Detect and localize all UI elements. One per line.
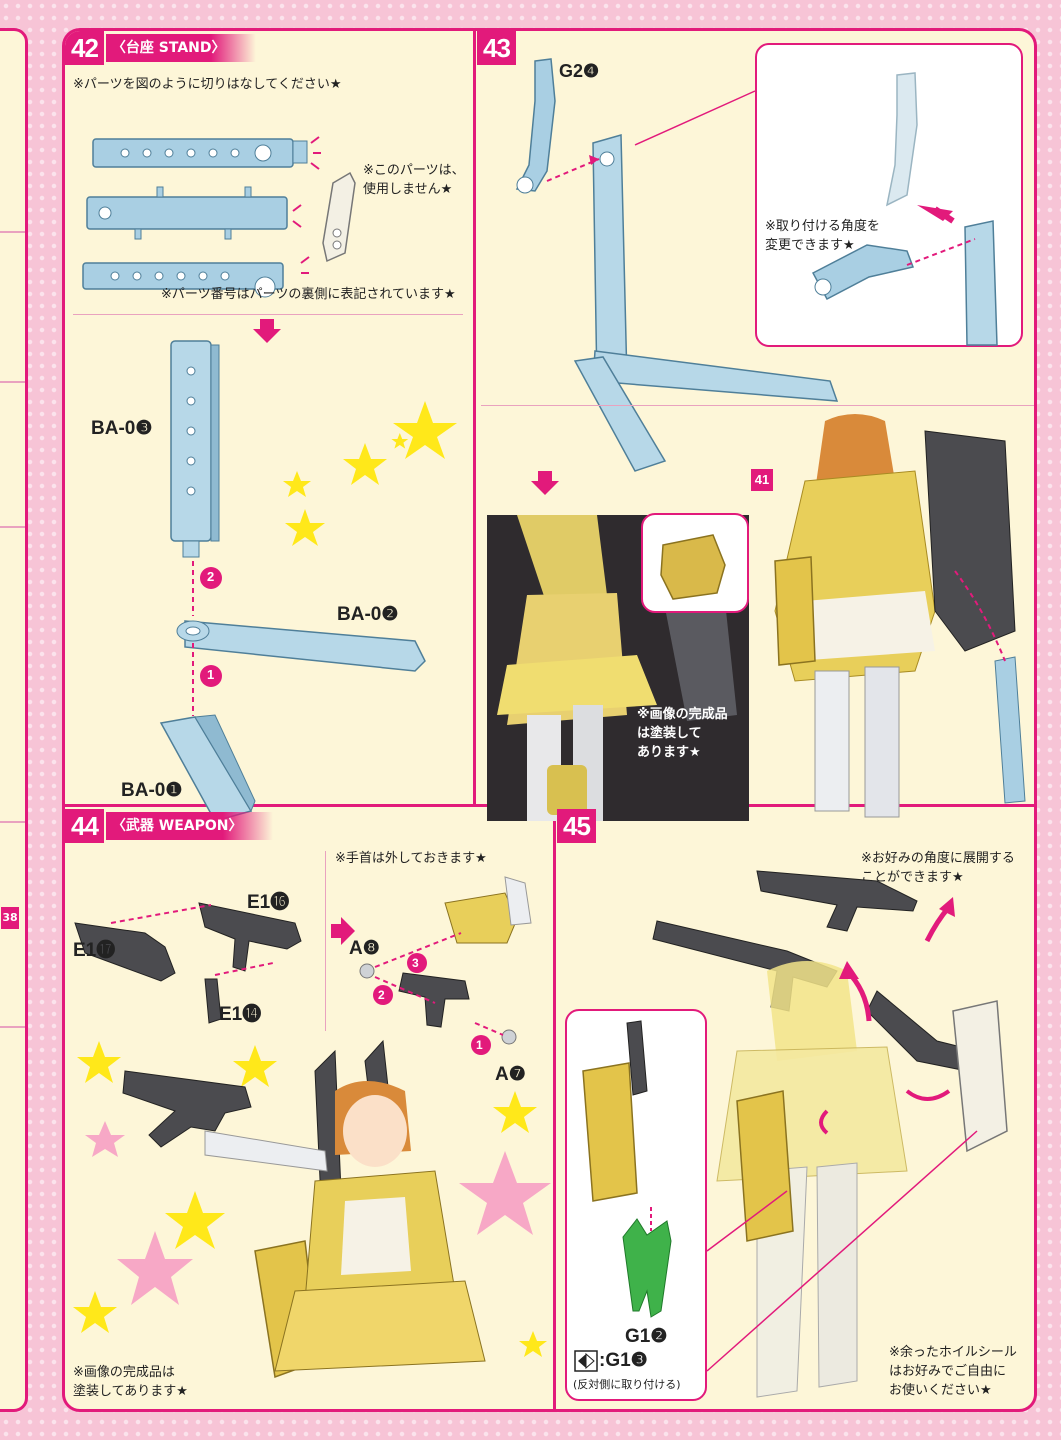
arrow-down-icon xyxy=(531,471,559,495)
label-g13: :G1❸ xyxy=(599,1350,648,1371)
runner-part-2 xyxy=(86,186,288,240)
order-marker xyxy=(200,665,222,687)
note-unused-text: ※このパーツは、 使用しません★ xyxy=(363,163,465,197)
cut-parts-diagram xyxy=(82,136,356,298)
order-marker xyxy=(200,567,222,589)
step-number: 42 xyxy=(65,31,104,65)
note-part-number: ※パーツ番号はパーツの裏側に表記されています★ xyxy=(161,287,456,302)
label-ba1: BA-0❶ xyxy=(121,780,183,801)
detail-bubble-angle: ※取り付ける角度を 変更できます★ xyxy=(755,43,1023,347)
label-g2: G2❹ xyxy=(559,61,600,81)
label-e16: E1⓰ xyxy=(247,892,290,913)
angle-detail-diagram xyxy=(811,72,998,346)
order-number-2: 2 xyxy=(378,988,385,1002)
arrow-down-icon xyxy=(253,319,281,343)
label-ba2: BA-0❷ xyxy=(337,604,399,625)
detail-bubble-shield: G1❷ :G1❸ (反対側に取り付ける) xyxy=(565,1009,707,1401)
figure-back-view xyxy=(774,414,1026,818)
cut-marks xyxy=(292,136,321,274)
step-title: 〈台座 STAND〉 xyxy=(105,34,256,62)
decorative-stars xyxy=(73,1041,547,1357)
e17-part xyxy=(74,922,176,982)
e14-part xyxy=(204,978,222,1024)
note-weapon-painted: ※画像の完成品は 塗装してあります★ xyxy=(73,1365,188,1399)
backpack-detail-art xyxy=(660,534,726,600)
stand-arm xyxy=(592,350,839,402)
step-number: 43 xyxy=(477,31,516,65)
step-44-header: 44 〈武器 WEAPON〉 xyxy=(65,809,273,843)
pink-stars xyxy=(85,1121,551,1305)
step-45-header: 45 xyxy=(557,809,596,843)
step-ref-41: 41 xyxy=(751,469,773,491)
label-e17: E1⓱ xyxy=(73,940,116,961)
note-photo-painted: ※画像の完成品 は塗装して あります★ xyxy=(637,707,728,760)
sub-divider xyxy=(73,314,463,315)
strip-divider xyxy=(0,526,25,528)
strip-divider xyxy=(0,231,25,233)
stand-foot xyxy=(573,356,667,472)
note-unused-part: ※このパーツは、 使用しません★ xyxy=(363,161,465,199)
note-opposite-side: (反対側に取り付ける) xyxy=(573,1378,681,1391)
stand-assembly-diagram xyxy=(159,340,457,822)
step-number: 45 xyxy=(557,809,596,843)
runner-part-3 xyxy=(82,262,284,298)
note-angle-change: ※取り付ける角度を 変更できます★ xyxy=(765,219,880,253)
order-number-2: 2 xyxy=(207,569,215,584)
stand-connector-diagram xyxy=(515,58,839,472)
order-number-1: 1 xyxy=(476,1038,483,1052)
note-cut-parts: ※パーツを図のように切りはなしてください★ xyxy=(73,77,342,92)
shield-sticker-diagram xyxy=(574,1020,672,1372)
instruction-page: 42 〈台座 STAND〉 ※パーツを図のように切りはなしてください★ xyxy=(62,28,1037,1412)
foot-part xyxy=(159,714,256,822)
arrow-right-icon xyxy=(331,917,355,945)
runner-part-1 xyxy=(92,138,308,168)
strip-divider xyxy=(0,1026,25,1028)
decorative-stars xyxy=(283,401,457,546)
label-e14: E1⓮ xyxy=(219,1004,262,1025)
step-title: 〈武器 WEAPON〉 xyxy=(105,812,273,840)
sub-divider xyxy=(481,405,1034,406)
previous-page-strip: 38 xyxy=(0,28,28,1412)
step-43-header: 43 xyxy=(477,31,516,65)
label-ba3: BA-0❸ xyxy=(91,418,153,439)
divider-42-43 xyxy=(473,31,476,806)
order-number-3: 3 xyxy=(412,956,419,970)
bubble-pointer xyxy=(634,90,756,146)
label-a7: A❼ xyxy=(495,1064,526,1085)
detail-bubble-backpack xyxy=(641,513,749,613)
sub-divider xyxy=(325,851,326,1031)
step-42-header: 42 〈台座 STAND〉 xyxy=(65,31,256,65)
note-remove-hands: ※手首は外しておきます★ xyxy=(335,851,487,866)
e16-part xyxy=(198,902,302,972)
figure-weapon-deploy xyxy=(652,870,1008,1398)
unused-part xyxy=(322,171,356,263)
strip-step-badge: 38 xyxy=(1,907,19,929)
label-g12: G1❷ xyxy=(625,1326,668,1347)
order-number-1: 1 xyxy=(207,667,215,682)
arm-part xyxy=(176,620,426,672)
step-number: 44 xyxy=(65,809,104,843)
note-deploy-angle: ※お好みの角度に展開する ことができます★ xyxy=(861,851,1015,885)
armed-figure-illustration xyxy=(73,1039,551,1379)
note-leftover-stickers: ※余ったホイルシール はお好みでご自由に お使いください★ xyxy=(889,1345,1017,1398)
g2-part xyxy=(515,58,556,192)
pillar-part xyxy=(170,340,220,558)
label-a8: A❽ xyxy=(349,938,380,959)
weapon-assembly-diagram xyxy=(74,876,532,1055)
stand-pillar xyxy=(592,134,628,388)
divider-44-45 xyxy=(553,806,556,1409)
strip-divider xyxy=(0,381,25,383)
strip-divider xyxy=(0,821,25,823)
